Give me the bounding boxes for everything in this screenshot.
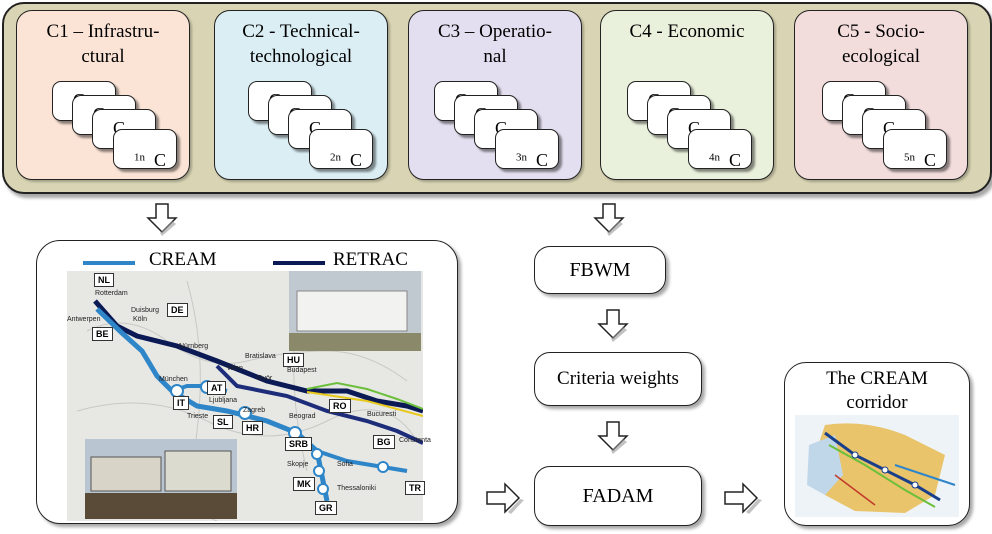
right-arrow-icon bbox=[724, 482, 762, 514]
criteria-band: C1 – Infrastru-ctural C C C C1n C2 - Tec… bbox=[2, 2, 992, 194]
fadam-label: FADAM bbox=[582, 485, 654, 507]
city-label: Rotterdam bbox=[95, 290, 128, 297]
criteria-group-c4: C4 - Economic C C C C4n bbox=[600, 10, 774, 180]
country-label: SRB bbox=[285, 437, 313, 451]
criteria-group-c3: C3 – Operatio-nal C C C C3n bbox=[408, 10, 582, 180]
criteria-group-c2: C2 - Technical-technological C C C C2n bbox=[214, 10, 388, 180]
city-label: Trieste bbox=[187, 413, 209, 420]
country-label: IT bbox=[173, 396, 189, 410]
retrac-legend-label: RETRAC bbox=[333, 249, 408, 270]
city-label: Beograd bbox=[289, 413, 316, 420]
criteria-group-title: C3 – Operatio-nal bbox=[438, 21, 552, 67]
city-label: Budapest bbox=[287, 367, 317, 374]
country-label: NL bbox=[94, 273, 114, 287]
city-label: Györ bbox=[257, 375, 273, 382]
country-label: GR bbox=[315, 501, 337, 515]
cream-legend-line bbox=[83, 261, 135, 265]
city-label: Skopje bbox=[287, 461, 309, 468]
city-label: Wien bbox=[227, 365, 243, 372]
criteria-group-c1: C1 – Infrastru-ctural C C C C1n bbox=[16, 10, 190, 180]
down-arrow-icon bbox=[593, 203, 625, 236]
criteria-group-title: C5 - Socio-ecological bbox=[837, 21, 925, 67]
country-label: HU bbox=[283, 353, 304, 367]
criteria-group-title: C4 - Economic bbox=[629, 21, 745, 42]
city-label: Zagreb bbox=[243, 407, 266, 414]
result-title: The CREAM corridor bbox=[826, 368, 928, 413]
country-label: TR bbox=[405, 481, 425, 495]
fbwm-label: FBWM bbox=[569, 259, 631, 281]
right-arrow-icon bbox=[486, 482, 524, 514]
country-label: BE bbox=[92, 327, 113, 341]
city-label: Köln bbox=[133, 316, 148, 323]
down-arrow-icon bbox=[146, 203, 178, 236]
down-arrow-icon bbox=[597, 421, 629, 454]
country-label: SL bbox=[213, 415, 233, 429]
criteria-group-title: C2 - Technical-technological bbox=[242, 21, 360, 67]
criteria-group-title: C1 – Infrastru-ctural bbox=[46, 21, 160, 67]
retrac-legend-line bbox=[273, 261, 325, 265]
city-label: Bucuresti bbox=[367, 411, 397, 418]
city-label: Constanta bbox=[399, 437, 431, 444]
corridor-overview-map bbox=[795, 415, 959, 517]
cream-legend-label: CREAM bbox=[149, 249, 217, 270]
down-arrow-icon bbox=[597, 309, 629, 342]
corridor-map bbox=[67, 271, 423, 521]
cream-corridor-result-box: The CREAM corridor bbox=[784, 362, 970, 526]
criteria-weights-label: Criteria weights bbox=[557, 368, 679, 389]
city-label: Thessaloniki bbox=[337, 485, 376, 492]
fadam-box: FADAM bbox=[534, 466, 702, 526]
city-label: Sofia bbox=[337, 461, 353, 468]
fbwm-box: FBWM bbox=[534, 246, 666, 294]
city-label: Ljubljana bbox=[209, 397, 238, 404]
country-label: MK bbox=[293, 477, 315, 491]
criteria-weights-box: Criteria weights bbox=[534, 352, 702, 406]
city-label: Nürnberg bbox=[179, 343, 209, 350]
country-label: RO bbox=[329, 399, 351, 413]
country-label: DE bbox=[167, 303, 188, 317]
city-label: Bratislava bbox=[245, 353, 276, 360]
criteria-group-c5: C5 - Socio-ecological C C C C5n bbox=[794, 10, 968, 180]
corridor-map-panel: CREAM RETRAC N bbox=[36, 240, 458, 524]
city-label: Duisburg bbox=[131, 307, 160, 314]
city-label: Antwerpen bbox=[67, 316, 101, 323]
city-label: München bbox=[159, 376, 188, 383]
country-label: AT bbox=[207, 381, 227, 395]
country-label: BG bbox=[373, 435, 395, 449]
country-label: HR bbox=[242, 421, 263, 435]
